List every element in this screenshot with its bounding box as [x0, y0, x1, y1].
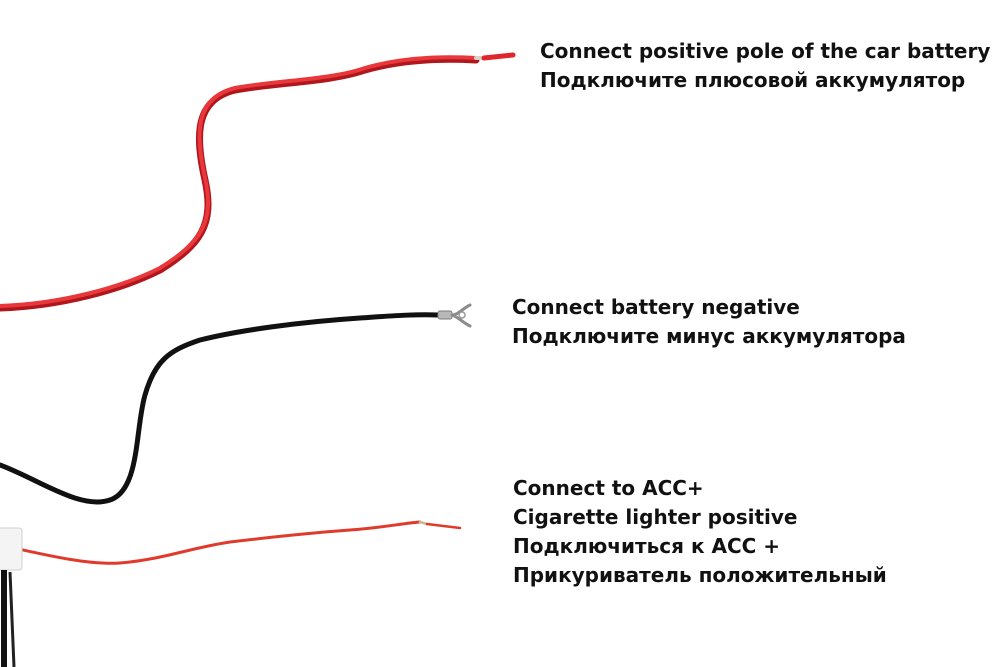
positive-label-english: Connect positive pole of the car battery	[540, 39, 991, 63]
fork-terminal-icon	[450, 303, 472, 328]
acc-label-russian: Подключиться к ACC +	[513, 534, 781, 558]
positive-label-russian: Подключите плюсовой аккумулятор	[540, 68, 966, 92]
connector-block	[0, 527, 23, 667]
negative-label-russian: Подключите минус аккумулятора	[512, 324, 906, 348]
negative-label-english: Connect battery negative	[512, 295, 800, 319]
acc-label-english-cigarette: Cigarette lighter positive	[513, 505, 798, 529]
acc-label-english: Connect to ACC+	[513, 476, 704, 500]
red-positive-wire	[0, 52, 516, 312]
thin-red-acc-wire	[12, 520, 462, 565]
acc-label: Connect to ACC+ Cigarette lighter positi…	[513, 474, 887, 590]
negative-pole-label: Connect battery negative Подключите мину…	[512, 293, 906, 351]
black-negative-wire	[0, 310, 453, 505]
acc-label-russian-cigarette: Прикуриватель положительный	[513, 563, 887, 587]
positive-pole-label: Connect positive pole of the car battery…	[540, 37, 990, 95]
